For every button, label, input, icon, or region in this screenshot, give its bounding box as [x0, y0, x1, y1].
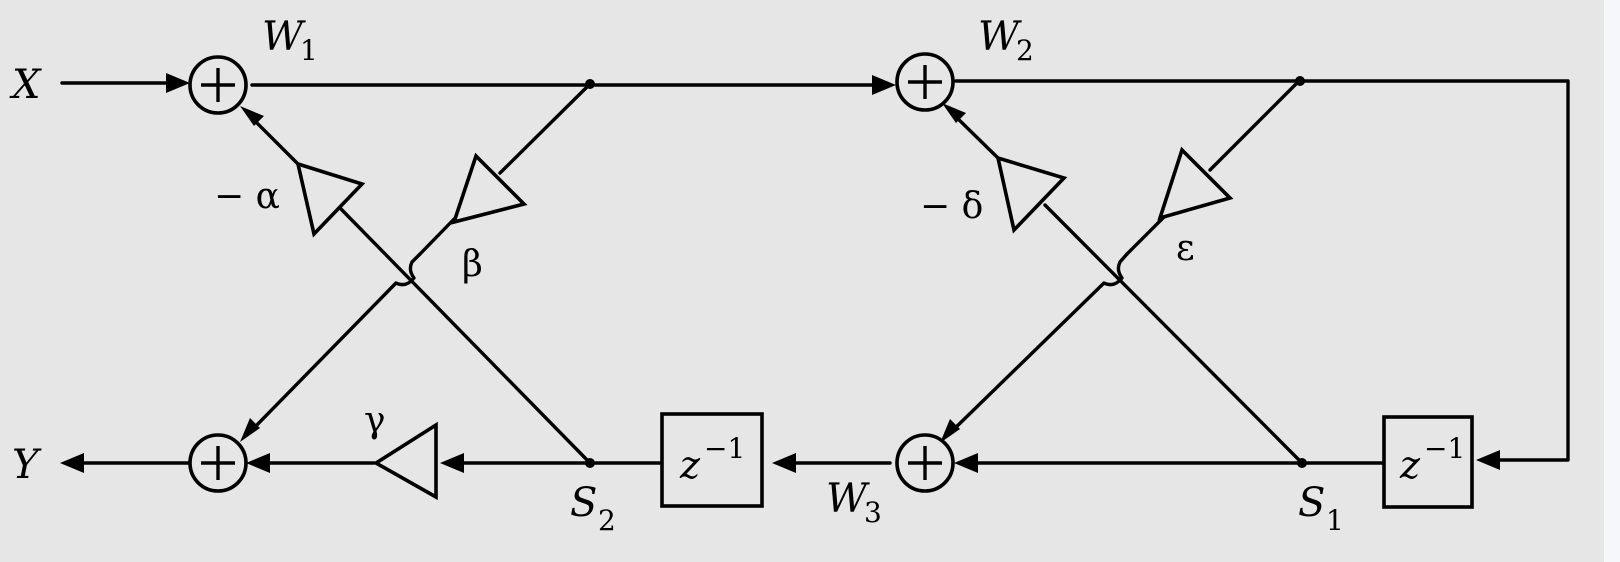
junction-s1 — [1297, 458, 1307, 468]
wire-delta-to-adder2 — [950, 111, 1000, 160]
gain-gamma-triangle — [372, 421, 438, 501]
gain-epsilon-triangle — [1157, 146, 1234, 221]
svg-text:2: 2 — [1016, 34, 1034, 67]
adder-2 — [895, 52, 955, 112]
arrow-into-adder3 — [954, 453, 978, 473]
wire-w1-to-beta — [498, 82, 592, 175]
arrow-beta-into-adder4 — [240, 418, 260, 442]
adder-1 — [188, 55, 248, 115]
delay-s2-exponent: −1 — [704, 432, 745, 465]
svg-text:S: S — [1298, 480, 1325, 526]
gain-label-delta: − δ — [920, 186, 983, 227]
arrow-into-adder4 — [246, 453, 270, 473]
gain-delta-triangle — [995, 155, 1068, 234]
gain-beta-triangle — [451, 152, 528, 225]
arrow-delta-into-adder2 — [942, 103, 966, 123]
wire-s2-to-alpha — [339, 207, 592, 465]
gain-label-gamma: γ — [364, 400, 386, 441]
delay-s1-base: z — [1399, 443, 1421, 487]
adder-3 — [895, 433, 955, 493]
arrow-into-delay1 — [1476, 450, 1500, 470]
delay-box-s1: z −1 — [1382, 415, 1474, 509]
junction-w1 — [585, 79, 595, 89]
adder-4 — [188, 433, 248, 493]
arrow-into-gamma — [440, 453, 464, 473]
wire-s1-to-delta — [1043, 203, 1304, 465]
node-label-w3: W 3 — [826, 476, 882, 529]
svg-text:W: W — [826, 476, 870, 522]
gain-label-alpha: − α — [214, 176, 280, 217]
node-label-s2: S 2 — [570, 480, 616, 537]
gain-label-epsilon: ε — [1176, 228, 1195, 269]
wire-beta-to-adder4 — [248, 252, 422, 434]
input-label-x: X — [9, 62, 42, 108]
wire-w2-to-epsilon — [1208, 78, 1302, 172]
delay-s2-base: z — [679, 443, 701, 487]
node-label-s1: S 1 — [1298, 480, 1344, 537]
svg-text:W: W — [262, 14, 306, 60]
arrow-into-adder2 — [872, 75, 896, 95]
arrow-into-adder1 — [166, 73, 190, 93]
delay-s1-exponent: −1 — [1424, 432, 1465, 465]
wire-adder2-to-delay1 — [954, 79, 1570, 462]
arrow-out-y — [60, 453, 84, 473]
gain-alpha-triangle — [295, 161, 366, 238]
node-label-w2: W 2 — [978, 14, 1034, 67]
node-label-w1: W 1 — [262, 14, 318, 67]
svg-text:2: 2 — [598, 504, 616, 537]
delay-box-s2: z −1 — [660, 412, 764, 508]
junction-s2 — [585, 458, 595, 468]
arrow-epsilon-into-adder3 — [940, 419, 960, 443]
svg-text:W: W — [978, 14, 1022, 60]
wire-epsilon-to-adder3 — [948, 252, 1129, 435]
gain-label-beta: β — [462, 244, 483, 285]
svg-text:1: 1 — [1326, 504, 1344, 537]
arrow-alpha-into-adder1 — [240, 106, 264, 126]
svg-text:1: 1 — [300, 34, 318, 67]
right-edge-band — [1604, 0, 1620, 562]
output-label-y: Y — [12, 442, 42, 488]
arrow-into-delay2 — [772, 453, 796, 473]
svg-text:3: 3 — [864, 496, 882, 529]
svg-text:S: S — [570, 480, 597, 526]
wire-alpha-to-adder1 — [248, 114, 300, 166]
junction-w2 — [1295, 76, 1305, 86]
wire-beta-down — [418, 212, 461, 256]
